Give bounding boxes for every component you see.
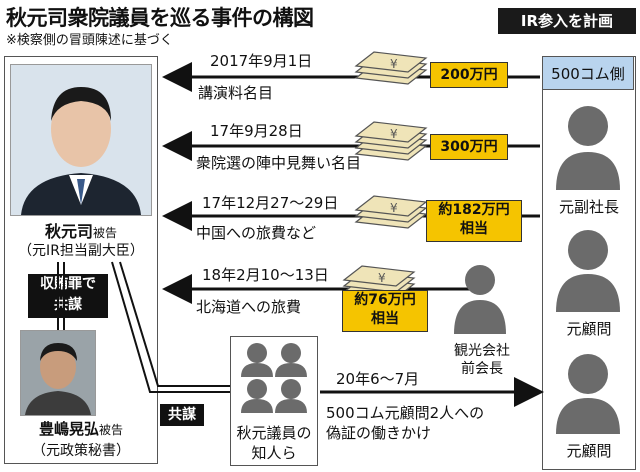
svg-text:¥: ¥ <box>378 271 386 285</box>
acquaintances-label: 秋元議員の 知人ら <box>231 423 317 463</box>
money-stack-icon: ¥ <box>354 51 428 85</box>
akimoto-name: 秋元司 <box>44 222 93 241</box>
group-icon <box>241 343 307 413</box>
flow-desc-1: 講演料名目 <box>198 84 274 102</box>
money-stack-icon: ¥ <box>354 195 428 229</box>
bribery-conspiracy-tag: 収賄罪で 共謀 <box>28 274 108 318</box>
flow-amount-4-suffix: 相当 <box>371 311 399 327</box>
portrait-icon <box>21 331 95 415</box>
company-label: 500コム側 <box>542 56 634 90</box>
acquaintances-line2: 知人ら <box>251 444 297 462</box>
tourism-chairman-label: 観光会社 前会長 <box>440 342 524 378</box>
svg-text:¥: ¥ <box>390 127 398 141</box>
flow-amount-4-value: 約76万円 <box>354 292 416 308</box>
flow-date-4: 18年2月10～13日 <box>202 266 329 284</box>
akimoto-photo <box>10 64 152 216</box>
person-silhouette-icon <box>556 106 620 190</box>
ir-plan-header: IR参入を計画 <box>498 8 636 34</box>
adviser-label-1: 元顧問 <box>566 320 612 338</box>
money-stack-icon: ¥ <box>354 121 428 161</box>
akimoto-role: （元IR担当副大臣） <box>18 243 144 259</box>
toyoshima-name: 豊嶋晃弘 <box>38 420 99 438</box>
adviser-label-2: 元顧問 <box>566 442 612 460</box>
akimoto-name-line: 秋元司被告 <box>10 218 152 242</box>
flow-date-3: 17年12月27～29日 <box>202 194 339 212</box>
acquaintances-line1: 秋元議員の <box>236 424 312 442</box>
toyoshima-suffix: 被告 <box>99 423 124 437</box>
svg-text:¥: ¥ <box>390 201 398 215</box>
person-silhouette-icon <box>454 265 506 334</box>
vice-president-label: 元副社長 <box>558 198 619 216</box>
flow-amount-3-suffix: 相当 <box>460 221 488 237</box>
bottom-flow-date: 20年6～7月 <box>336 370 420 388</box>
flow-amount-1: 200万円 <box>430 62 508 88</box>
flow-amount-2: 300万円 <box>430 134 508 160</box>
flow-amount-3-value: 約182万円 <box>438 202 510 218</box>
kyobo-connector <box>119 261 230 387</box>
akimoto-suffix: 被告 <box>93 226 118 240</box>
bottom-flow-desc1: 500コム元顧問2人への <box>326 404 485 422</box>
page-title: 秋元司衆院議員を巡る事件の構図 <box>6 6 314 30</box>
person-silhouette-icon <box>556 354 620 434</box>
flow-amount-3: 約182万円 相当 <box>426 200 522 242</box>
portrait-icon <box>11 65 151 215</box>
flow-desc-2: 衆院選の陣中見舞い名目 <box>196 154 362 172</box>
toyoshima-photo <box>20 330 96 416</box>
bottom-flow-desc2: 偽証の働きかけ <box>326 424 432 442</box>
flow-desc-4: 北海道への旅費 <box>196 298 302 316</box>
source-note: ※検察側の冒頭陳述に基づく <box>6 33 173 48</box>
flow-amount-4: 約76万円 相当 <box>342 290 428 332</box>
person-silhouette-icon <box>556 230 620 312</box>
kyobo-tag: 共謀 <box>160 404 204 426</box>
flow-desc-3: 中国への旅費など <box>196 224 317 242</box>
tourism-label-line2: 前会長 <box>461 361 503 377</box>
acquaintances-box: 秋元議員の 知人ら <box>230 336 318 466</box>
toyoshima-name-line: 豊嶋晃弘被告 <box>6 418 156 439</box>
flow-date-2: 17年9月28日 <box>210 122 303 140</box>
kyobo-connector <box>111 261 230 393</box>
toyoshima-role: （元政策秘書） <box>32 443 130 459</box>
flow-date-1: 2017年9月1日 <box>210 52 313 70</box>
svg-text:¥: ¥ <box>390 57 398 71</box>
tourism-label-line1: 観光会社 <box>454 343 510 359</box>
